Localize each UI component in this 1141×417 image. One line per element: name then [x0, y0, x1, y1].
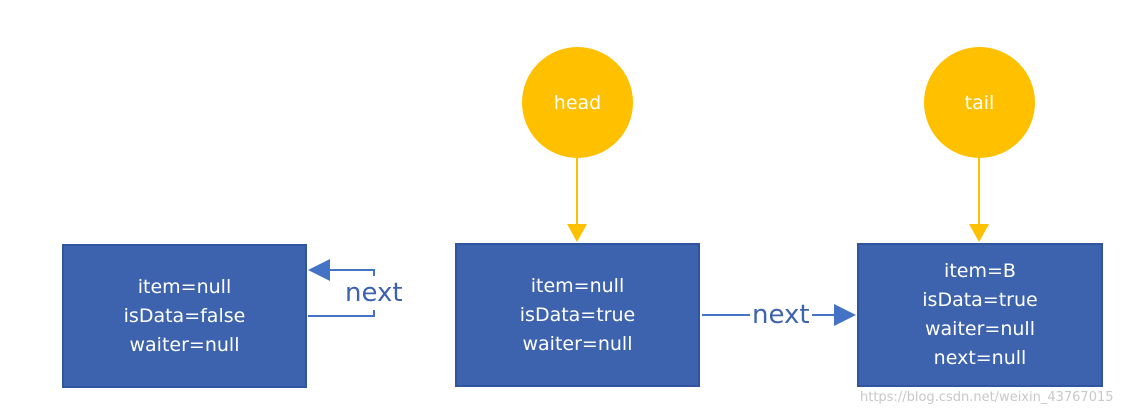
node-3-next: next=null: [933, 347, 1027, 369]
head-pointer-arrowhead: [567, 224, 587, 242]
node-1: item=null isData=false waiter=null: [62, 244, 307, 388]
head-pointer-label: head: [553, 91, 602, 114]
node-3-item: item=B: [944, 260, 1016, 282]
next-link-arrowhead: [834, 304, 856, 326]
self-next-label: next: [345, 278, 403, 308]
node-3-isdata: isData=true: [922, 289, 1038, 311]
self-next-arrowhead: [308, 259, 330, 281]
node-1-waiter: waiter=null: [129, 333, 240, 356]
node-1-isdata: isData=false: [123, 304, 246, 327]
watermark-text: https://blog.csdn.net/weixin_43767015: [860, 390, 1114, 405]
tail-pointer-circle: tail: [924, 47, 1035, 158]
tail-pointer-label: tail: [964, 91, 995, 114]
node-2-isdata: isData=true: [519, 303, 636, 326]
self-next-loop-top: [328, 269, 375, 276]
node-2: item=null isData=true waiter=null: [455, 243, 700, 387]
self-next-loop-line: [308, 310, 375, 317]
tail-pointer-arrowhead: [969, 224, 989, 242]
node-2-waiter: waiter=null: [522, 332, 633, 355]
next-link-label: next: [750, 300, 812, 330]
node-3: item=B isData=true waiter=null next=null: [857, 243, 1103, 387]
node-1-item: item=null: [137, 275, 232, 298]
node-2-item: item=null: [530, 274, 625, 297]
head-pointer-circle: head: [522, 47, 633, 158]
node-3-waiter: waiter=null: [925, 318, 1035, 340]
